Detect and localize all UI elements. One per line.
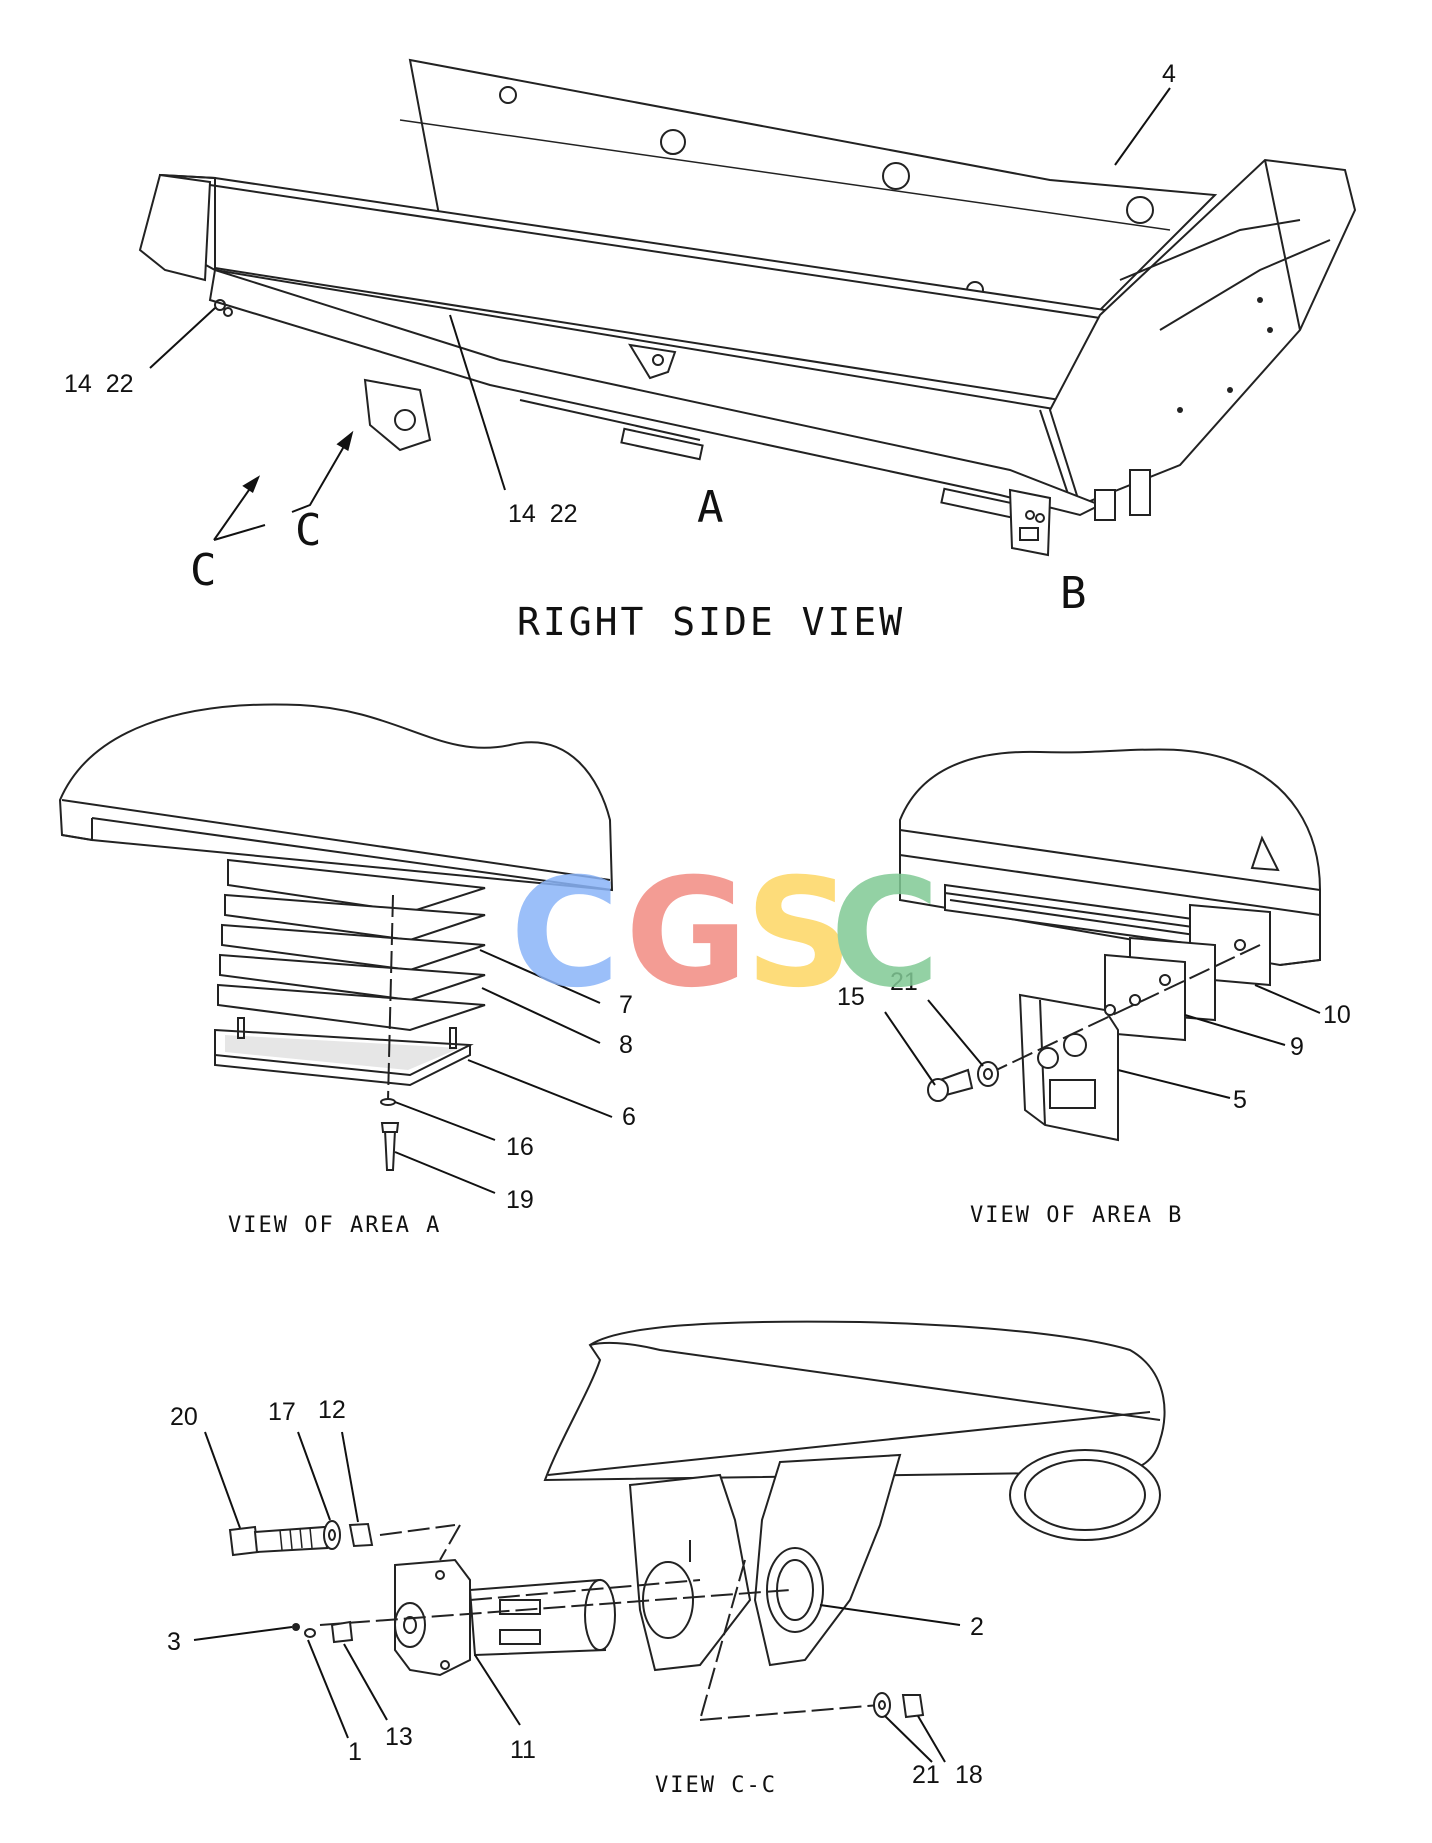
leader-14-22-center [449, 314, 506, 491]
callout-4: 4 [1162, 60, 1176, 88]
callout-6: 6 [622, 1103, 636, 1131]
leader-21-b [927, 999, 984, 1067]
cgsc-watermark: C G S C [510, 847, 940, 1021]
callout-3: 3 [167, 1628, 181, 1656]
leader-2 [819, 1604, 961, 1626]
watermark-letter-c2: C [830, 847, 940, 1021]
callout-2: 2 [970, 1613, 984, 1641]
leader-4 [1114, 87, 1171, 166]
leader-3 [193, 1626, 293, 1641]
leader-11 [474, 1654, 521, 1726]
section-letter-c-left: C [190, 545, 217, 596]
watermark-letter-s: S [745, 847, 853, 1021]
leader-13 [343, 1643, 388, 1721]
section-letter-c-right: C [295, 505, 322, 556]
watermark-letter-g: G [625, 847, 748, 1021]
callout-12: 12 [318, 1396, 346, 1424]
leader-7 [479, 949, 601, 1004]
callout-19: 19 [506, 1186, 534, 1214]
leader-9 [1184, 1014, 1286, 1046]
callout-13: 13 [385, 1723, 413, 1751]
callout-10: 10 [1323, 1001, 1351, 1029]
title-view-cc: VIEW C-C [655, 1773, 777, 1798]
title-right-side-view: RIGHT SIDE VIEW [517, 600, 905, 644]
view-area-a-drawing [58, 703, 614, 1171]
leader-1 [307, 1639, 349, 1739]
area-letter-b: B [1060, 568, 1087, 619]
watermark-letter-c1: C [510, 847, 620, 1021]
callout-15: 15 [837, 983, 865, 1011]
leader-21-cc [884, 1715, 933, 1763]
callout-11: 11 [510, 1736, 536, 1764]
callout-21-b: 21 [890, 968, 918, 996]
callout-9: 9 [1290, 1033, 1304, 1061]
leader-8 [481, 987, 601, 1044]
leader-6 [467, 1059, 613, 1118]
callout-17: 17 [268, 1398, 296, 1426]
callout-20: 20 [170, 1403, 198, 1431]
callout-14-22-left: 14 22 [64, 370, 134, 398]
view-area-b-drawing [899, 748, 1321, 1142]
leader-5 [1117, 1069, 1231, 1099]
callout-16: 16 [506, 1133, 534, 1161]
leader-12 [341, 1431, 359, 1523]
leader-17 [297, 1431, 331, 1521]
view-cc-drawing [228, 1320, 1166, 1721]
leader-19 [394, 1151, 496, 1194]
leader-14-22-left [149, 307, 216, 369]
leader-18 [917, 1715, 946, 1763]
leader-10 [1254, 984, 1321, 1014]
leader-16 [394, 1101, 496, 1141]
callout-5: 5 [1233, 1086, 1247, 1114]
leader-15 [884, 1011, 936, 1086]
callout-14-22-center: 14 22 [508, 500, 578, 528]
area-letter-a: A [697, 482, 724, 533]
callout-21-cc: 21 [912, 1761, 940, 1789]
title-view-area-b: VIEW OF AREA B [970, 1203, 1183, 1228]
section-c-arrows [213, 430, 354, 541]
callout-7: 7 [619, 991, 633, 1019]
leader-20 [204, 1431, 241, 1529]
callout-18: 18 [955, 1761, 983, 1789]
callout-8: 8 [619, 1031, 633, 1059]
callout-1: 1 [348, 1738, 362, 1766]
right-side-view-drawing [138, 58, 1357, 557]
title-view-area-a: VIEW OF AREA A [228, 1213, 441, 1238]
